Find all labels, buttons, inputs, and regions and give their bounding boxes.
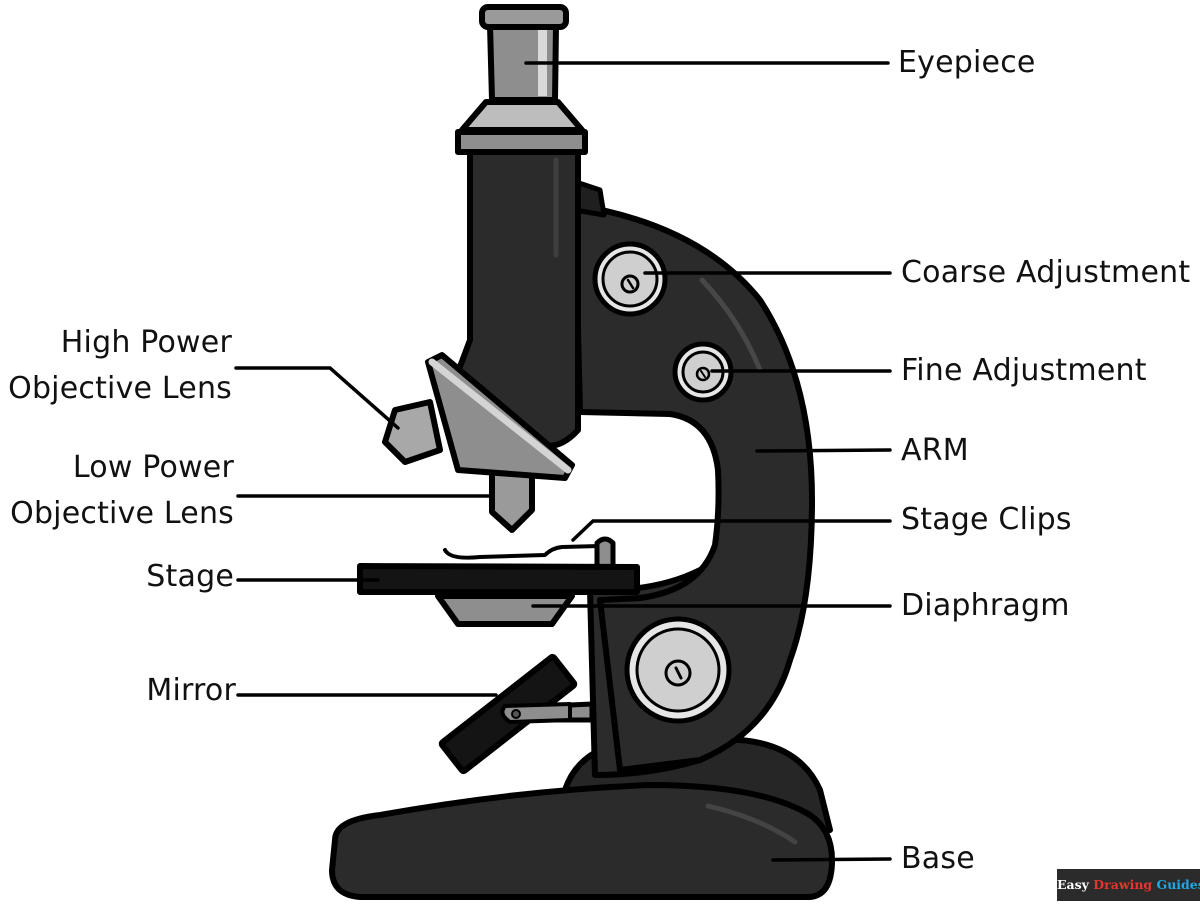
label-low-power-line2: Objective Lens (10, 496, 234, 531)
label-fine-adjustment: Fine Adjustment (901, 353, 1147, 388)
eyepiece-cap (479, 4, 569, 30)
label-low-power-objective-lens: Low Power Objective Lens (10, 445, 234, 537)
lower-adjustment-knob (624, 616, 732, 724)
label-high-power-objective-lens: High Power Objective Lens (8, 320, 232, 412)
brand-watermark: Easy Drawing Guides (1057, 869, 1200, 901)
mirror-pivot (511, 709, 521, 719)
leader-high-power (234, 366, 400, 430)
label-diaphragm: Diaphragm (901, 588, 1070, 623)
leader-base (771, 857, 892, 862)
label-eyepiece: Eyepiece (898, 45, 1036, 80)
label-base: Base (901, 841, 975, 876)
brand-word-easy: Easy (1057, 877, 1089, 892)
label-stage: Stage (146, 559, 234, 594)
stage-platform (357, 563, 640, 595)
stage-clip (443, 544, 602, 560)
nosepiece-rim (428, 358, 572, 474)
label-stage-clips: Stage Clips (901, 502, 1072, 537)
fine-adjustment-knob (672, 341, 734, 403)
base-highlight (705, 803, 798, 845)
brand-word-guides: Guides (1156, 877, 1200, 892)
coarse-adjustment-knob (592, 241, 668, 317)
base (329, 782, 835, 900)
leader-stage-clips (571, 519, 892, 542)
brand-word-drawing: Drawing (1093, 877, 1153, 892)
stage-clip-post (594, 536, 616, 571)
diaphragm (435, 593, 575, 627)
label-coarse-adjustment: Coarse Adjustment (901, 255, 1191, 290)
eyepiece-flange (455, 129, 588, 155)
label-arm: ARM (901, 433, 969, 468)
arm (572, 202, 815, 773)
label-high-power-line2: Objective Lens (8, 371, 232, 406)
label-mirror: Mirror (146, 673, 236, 708)
label-low-power-line1: Low Power (72, 450, 234, 485)
leader-arm (755, 448, 892, 453)
eyepiece-cone (459, 99, 585, 133)
high-power-objective (382, 399, 443, 465)
label-high-power-line1: High Power (60, 325, 232, 360)
arm-highlight (699, 277, 763, 373)
low-power-objective (489, 467, 535, 533)
